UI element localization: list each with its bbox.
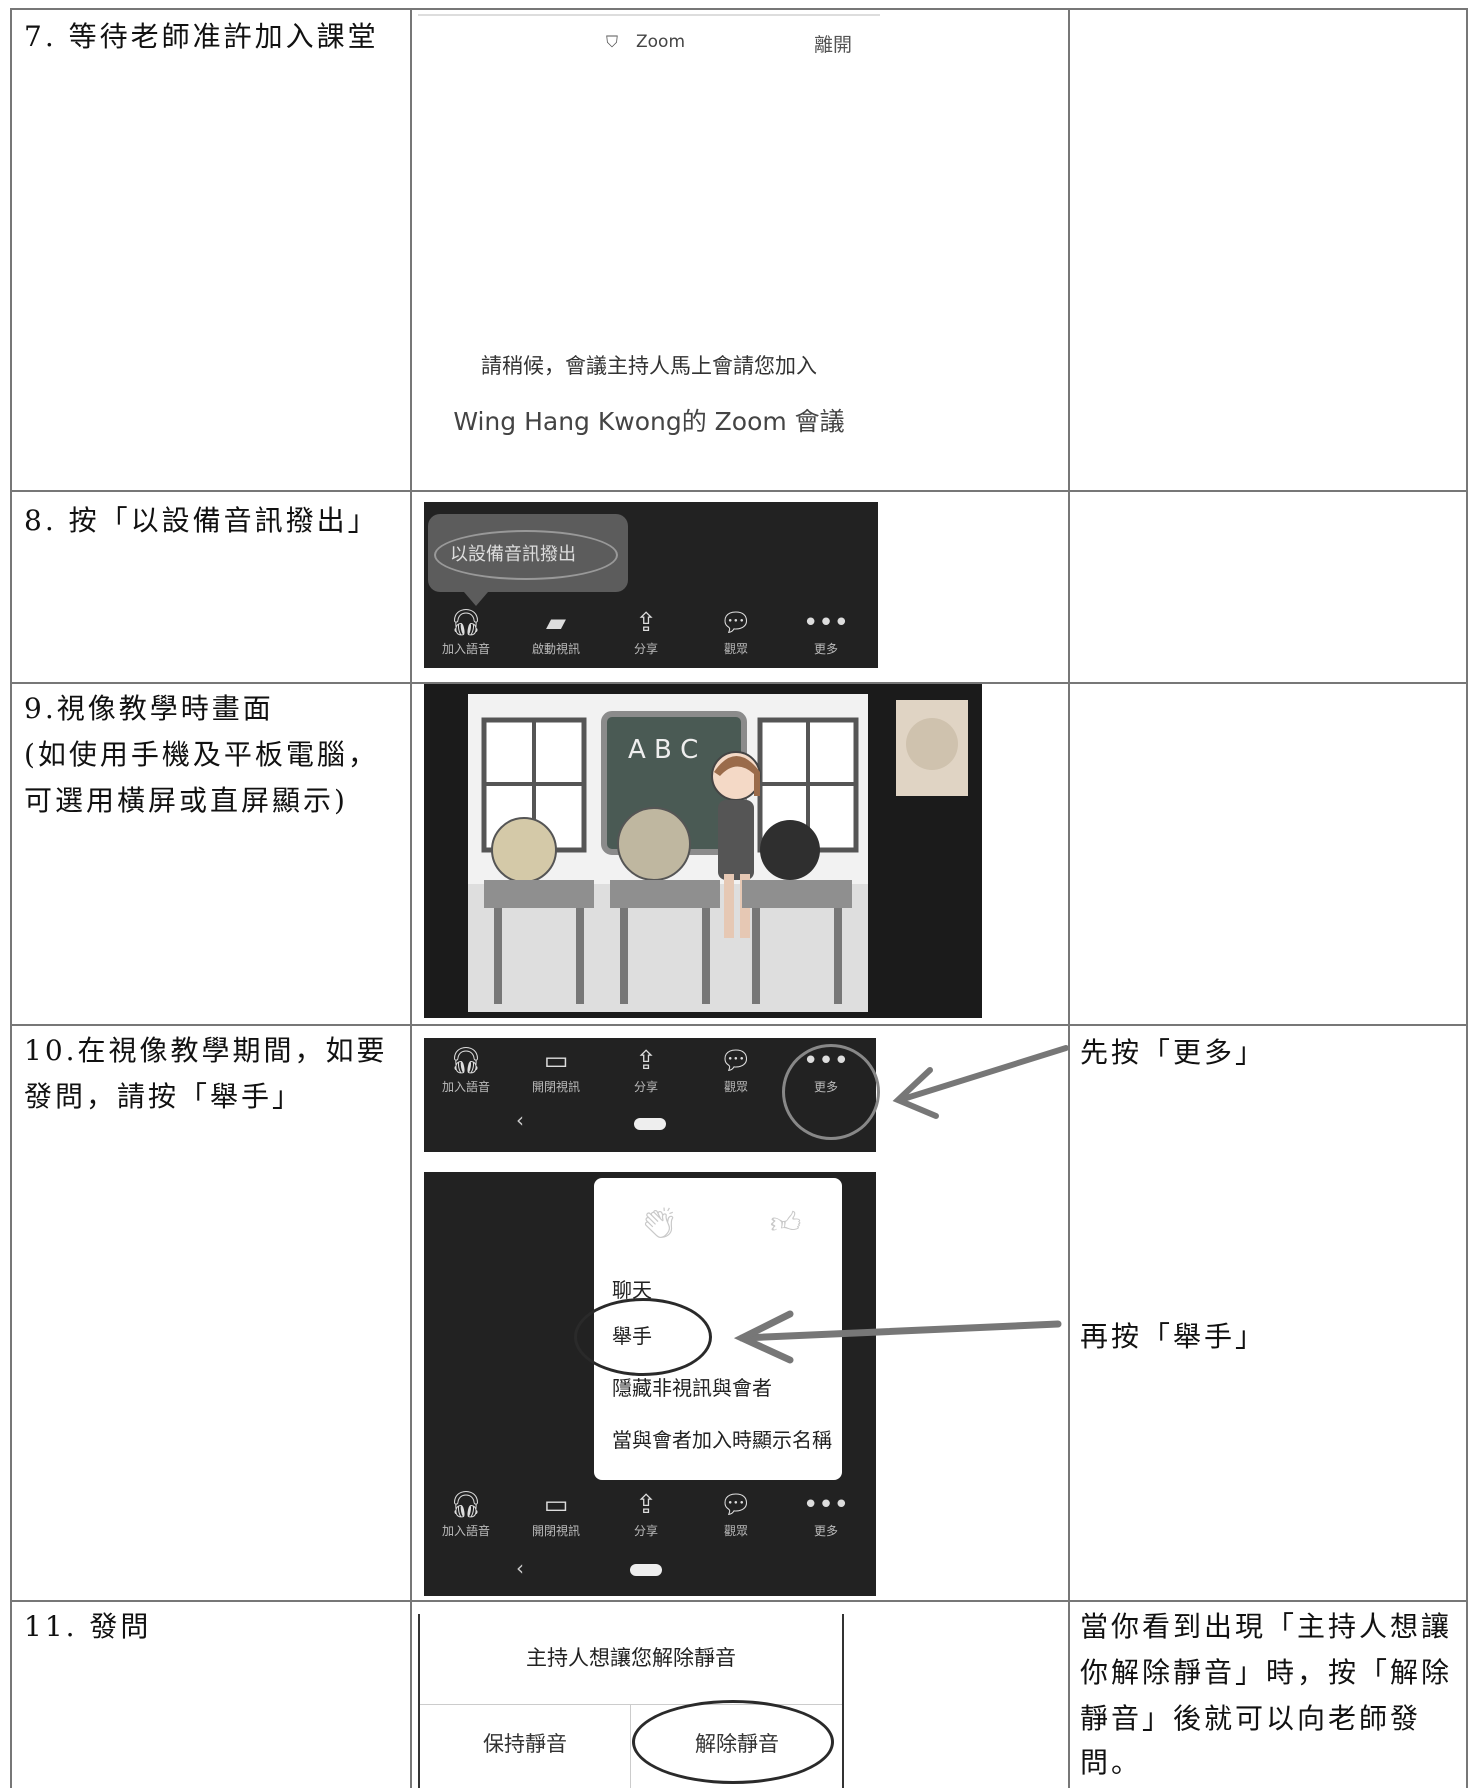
classroom-illustration: A B C [468, 694, 968, 1012]
toolbar-share[interactable]: ⇪ 分享 [606, 606, 686, 657]
grid-line [10, 1024, 1468, 1026]
arrow-to-more [892, 1045, 1069, 1119]
toolbar-label: 觀眾 [723, 1524, 748, 1538]
toolbar-label: 分享 [633, 1524, 658, 1538]
classroom-video-screen: A B C [424, 684, 982, 1018]
grid-line [10, 682, 1468, 684]
toolbar-label: 更多 [813, 1524, 838, 1538]
highlight-circle-more [782, 1044, 880, 1140]
divider [420, 1704, 842, 1705]
toolbar-join-audio[interactable]: 🎧︎ 加入語音 [426, 606, 506, 657]
chat-bubble-icon: 💬︎ [719, 1490, 753, 1520]
toolbar-video[interactable]: ▭ 開閉視訊 [516, 1488, 596, 1539]
toolbar-more[interactable]: ••• 更多 [786, 1488, 866, 1539]
grid-line [10, 490, 1468, 492]
toolbar-label: 加入語音 [441, 1080, 490, 1094]
thumbs-up-icon[interactable]: 👍︎ [770, 1206, 802, 1241]
toolbar-label: 更多 [813, 642, 838, 656]
note-unmute-line1: 當你看到出現「主持人想讓 [1080, 1610, 1453, 1643]
divider [630, 1704, 631, 1788]
toolbar-join-audio[interactable]: 🎧︎ 加入語音 [426, 1488, 506, 1539]
zoom-title: Zoom [636, 32, 686, 52]
zoom-shield-icon: ⛉ [606, 32, 619, 51]
toolbar-join-audio[interactable]: 🎧︎ 加入語音 [426, 1044, 506, 1095]
back-chevron-icon[interactable]: ‹ [516, 1556, 524, 1580]
blackboard-text: A B C [628, 735, 698, 765]
more-dots-icon: ••• [802, 608, 849, 638]
toolbar-video[interactable]: ▭ 開閉視訊 [516, 1044, 596, 1095]
toolbar-more[interactable]: ••• 更多 [786, 606, 866, 657]
back-chevron-icon[interactable]: ‹ [516, 1108, 524, 1132]
note-unmute-line4: 問。 [1080, 1746, 1143, 1779]
grid-line [10, 8, 1468, 10]
tooltip-pointer [464, 592, 488, 606]
toolbar-chat[interactable]: 💬︎ 觀眾 [696, 1044, 776, 1095]
note-press-raise-hand: 再按「舉手」 [1080, 1320, 1267, 1353]
meeting-name: Wing Hang Kwong的 Zoom 會議 [453, 407, 845, 436]
video-camera-icon: ▭ [543, 1046, 569, 1076]
menu-item-show-names[interactable]: 當與會者加入時顯示名稱 [612, 1428, 832, 1452]
toolbar-label: 開閉視訊 [531, 1080, 580, 1094]
home-indicator [634, 1118, 666, 1130]
toolbar-label: 加入語音 [441, 642, 490, 656]
leave-button[interactable]: 離開 [814, 34, 853, 56]
toolbar-chat[interactable]: 💬︎ 觀眾 [696, 1488, 776, 1539]
toolbar-label: 觀眾 [723, 642, 748, 656]
toolbar-chat[interactable]: 💬︎ 觀眾 [696, 606, 776, 657]
dialog-title: 主持人想讓您解除靜音 [526, 1646, 736, 1670]
device-audio-tooltip[interactable]: 以設備音訊撥出 [428, 514, 628, 606]
grid-line [410, 8, 412, 1788]
share-icon: ⇪ [635, 1046, 657, 1076]
step-11-label: 11. 發問 [24, 1610, 152, 1643]
toolbar-label: 加入語音 [441, 1524, 490, 1538]
zoom-waiting-screen: ⛉ Zoom 離開 請稍候，會議主持人馬上會請您加入 Wing Hang Kwo… [418, 14, 880, 456]
more-menu-screen: 👏︎ 👍︎ 聊天 舉手 隱藏非視訊與會者 當與會者加入時顯示名稱 🎧︎ 加入語音… [424, 1172, 876, 1596]
wait-message: 請稍候，會議主持人馬上會請您加入 [481, 354, 817, 378]
toolbar-label: 啟動視訊 [531, 642, 580, 656]
toolbar-label: 觀眾 [723, 1080, 748, 1094]
highlight-oval [434, 530, 618, 580]
note-press-more: 先按「更多」 [1080, 1036, 1267, 1069]
highlight-circle-unmute [632, 1700, 834, 1784]
toolbar-label: 分享 [633, 642, 658, 656]
toolbar-video[interactable]: ▰ 啟動視訊 [516, 606, 596, 657]
toolbar-share[interactable]: ⇪ 分享 [606, 1044, 686, 1095]
grid-line [10, 8, 12, 1788]
home-indicator [630, 1564, 662, 1576]
note-unmute-line2: 你解除靜音」時，按「解除 [1080, 1656, 1453, 1689]
video-off-icon: ▰ [546, 608, 566, 638]
toolbar-share[interactable]: ⇪ 分享 [606, 1488, 686, 1539]
note-unmute-line3: 靜音」後就可以向老師發 [1080, 1702, 1422, 1735]
grid-line [10, 1600, 1468, 1602]
more-dots-icon: ••• [802, 1490, 849, 1520]
step-9-line3: 可選用橫屏或直屏顯示) [24, 784, 348, 817]
chat-bubble-icon: 💬︎ [719, 608, 753, 638]
unmute-request-dialog: 主持人想讓您解除靜音 保持靜音 解除靜音 [418, 1614, 844, 1788]
video-camera-icon: ▭ [543, 1490, 569, 1520]
tooltip-label: 以設備音訊撥出 [450, 544, 576, 565]
device-audio-screen: 以設備音訊撥出 🎧︎ 加入語音 ▰ 啟動視訊 ⇪ 分享 💬︎ 觀眾 ••• 更多 [424, 502, 878, 668]
toolbar-label: 分享 [633, 1080, 658, 1094]
toolbar-label: 開閉視訊 [531, 1524, 580, 1538]
step-7-label: 7. 等待老師准許加入課堂 [24, 20, 379, 53]
step-9-line1: 9.視像教學時畫面 [24, 692, 274, 725]
grid-line [1068, 8, 1070, 1788]
clap-icon[interactable]: 👏︎ [640, 1206, 679, 1241]
step-10-line1: 10.在視像教學期間，如要 [24, 1034, 388, 1067]
step-8-label: 8. 按「以設備音訊撥出」 [24, 504, 379, 537]
keep-muted-button[interactable]: 保持靜音 [483, 1732, 567, 1756]
headphones-icon: 🎧︎ [449, 1490, 483, 1520]
headphones-icon: 🎧︎ [449, 1046, 483, 1076]
highlight-circle-raise-hand [574, 1298, 712, 1376]
chat-bubble-icon: 💬︎ [719, 1046, 753, 1076]
share-icon: ⇪ [635, 608, 657, 638]
step-9-line2: (如使用手機及平板電腦， [24, 738, 379, 771]
step-10-line2: 發問，請按「舉手」 [24, 1080, 304, 1113]
headphones-icon: 🎧︎ [449, 608, 483, 638]
menu-item-hide-nonvideo[interactable]: 隱藏非視訊與會者 [612, 1376, 772, 1400]
grid-line [1466, 8, 1468, 1788]
share-icon: ⇪ [635, 1490, 657, 1520]
